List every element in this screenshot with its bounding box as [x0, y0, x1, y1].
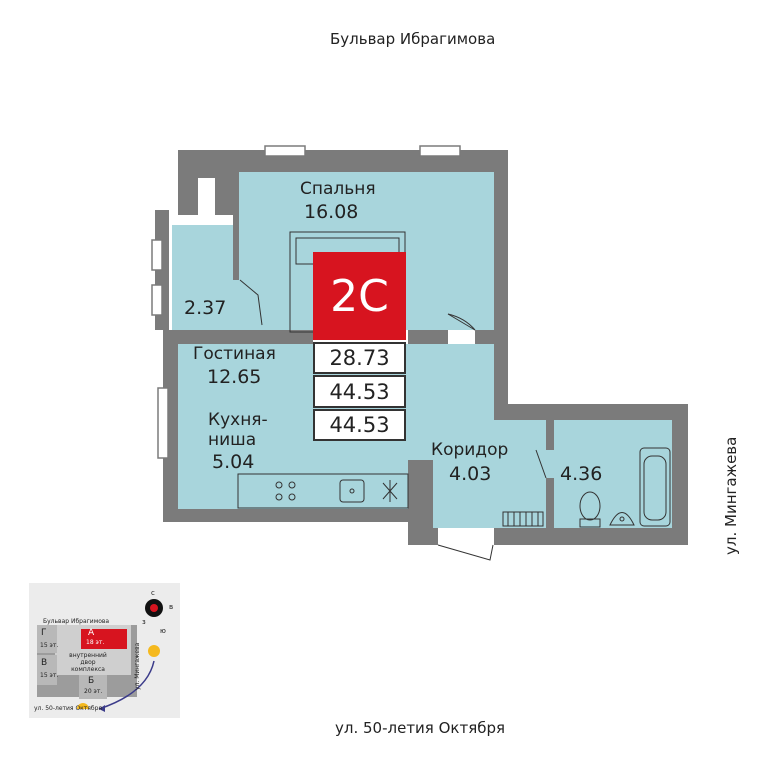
compass-west: з: [142, 618, 146, 626]
bedroom-area: 16.08: [304, 201, 359, 223]
corridor-label: Коридор: [431, 440, 509, 460]
compass-north: с: [151, 589, 155, 597]
site-plan-street-top: Бульвар Ибрагимова: [43, 618, 110, 625]
block-g-letter: Г: [41, 628, 47, 638]
corridor-area: 4.03: [449, 463, 492, 485]
street-bottom-label: ул. 50-летия Октября: [335, 719, 506, 737]
street-top-label: Бульвар Ибрагимова: [330, 30, 496, 48]
balcony-area: 2.37: [184, 297, 227, 319]
site-plan-street-bottom: ул. 50-летия Октября: [34, 705, 103, 712]
windows: [151, 145, 461, 459]
site-plan-street-right: ул. Мингажева: [134, 642, 141, 690]
bathroom-fixtures: [502, 447, 671, 528]
compass-east: в: [169, 603, 174, 611]
area-box-total: 44.53: [313, 375, 406, 408]
kitchen-area: 5.04: [212, 451, 255, 473]
block-b-floors: 20 эт.: [84, 688, 103, 695]
doors: [239, 279, 547, 561]
site-plan-courtyard: внутренний двор комплекса: [69, 652, 107, 673]
bathroom-area: 4.36: [560, 463, 603, 485]
kitchen-counter: [237, 473, 409, 509]
block-v-letter: В: [41, 658, 48, 668]
area-box-living: 28.73: [313, 342, 406, 374]
block-a-floors: 18 эт.: [86, 639, 105, 646]
compass-south: ю: [160, 627, 166, 635]
living-label: Гостиная: [193, 344, 276, 364]
walls: [155, 150, 688, 545]
bedroom-label: Спальня: [300, 179, 376, 199]
living-area: 12.65: [207, 366, 262, 388]
block-v-floors: 15 эт.: [40, 672, 59, 679]
kitchen-label: Кухня- ниша: [208, 410, 268, 450]
block-g-floors: 15 эт.: [40, 642, 59, 649]
area-box-reduced: 44.53: [313, 409, 406, 441]
site-plan-drawing: [37, 599, 163, 712]
block-a-letter: А: [88, 628, 95, 638]
block-b-letter: Б: [88, 676, 95, 686]
apartment-type-badge: 2С: [313, 252, 406, 340]
